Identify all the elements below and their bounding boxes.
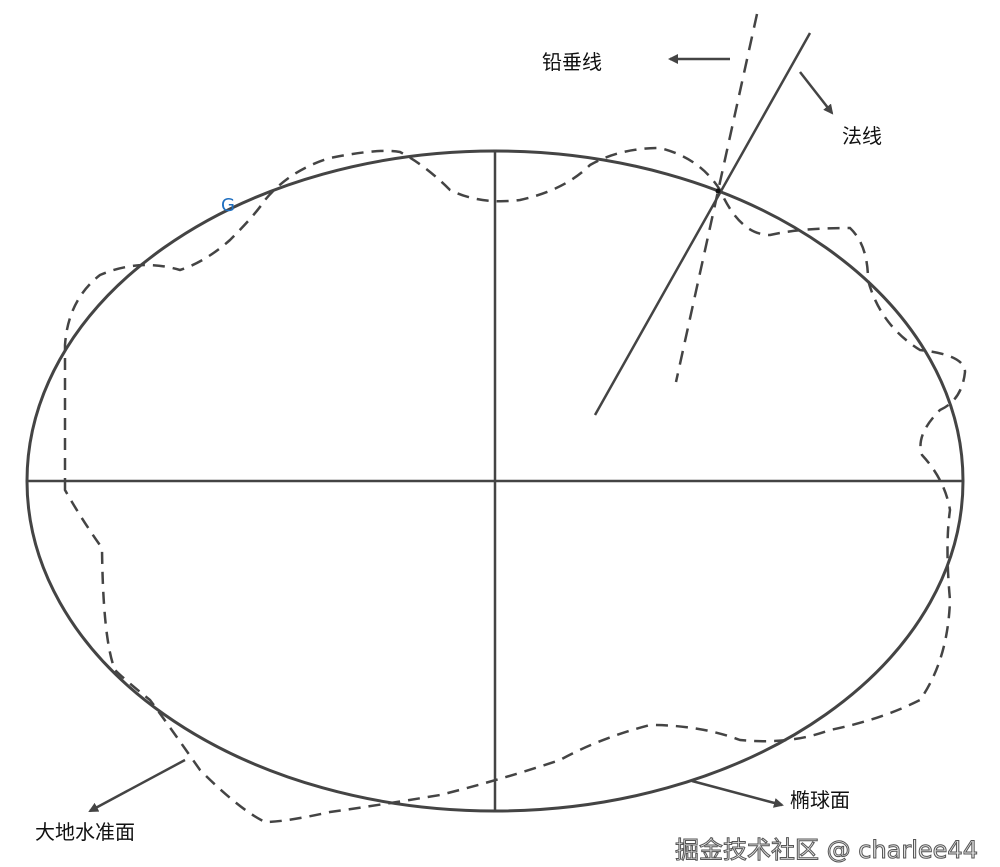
ellipsoid-label: 椭球面 <box>790 788 850 812</box>
normal-arrow <box>799 71 834 115</box>
point-g-label: G <box>221 195 235 216</box>
intersection-point <box>715 188 721 194</box>
geoid-surface <box>63 146 967 824</box>
watermark: 掘金技术社区 @ charlee44 <box>675 836 979 865</box>
plumb-line-label: 铅垂线 <box>542 50 602 74</box>
normal-line <box>593 32 812 416</box>
normal-label: 法线 <box>842 124 882 148</box>
geoid-label: 大地水准面 <box>35 820 135 844</box>
ellipsoid-arrow <box>691 779 784 808</box>
geoid-arrow <box>88 758 186 813</box>
